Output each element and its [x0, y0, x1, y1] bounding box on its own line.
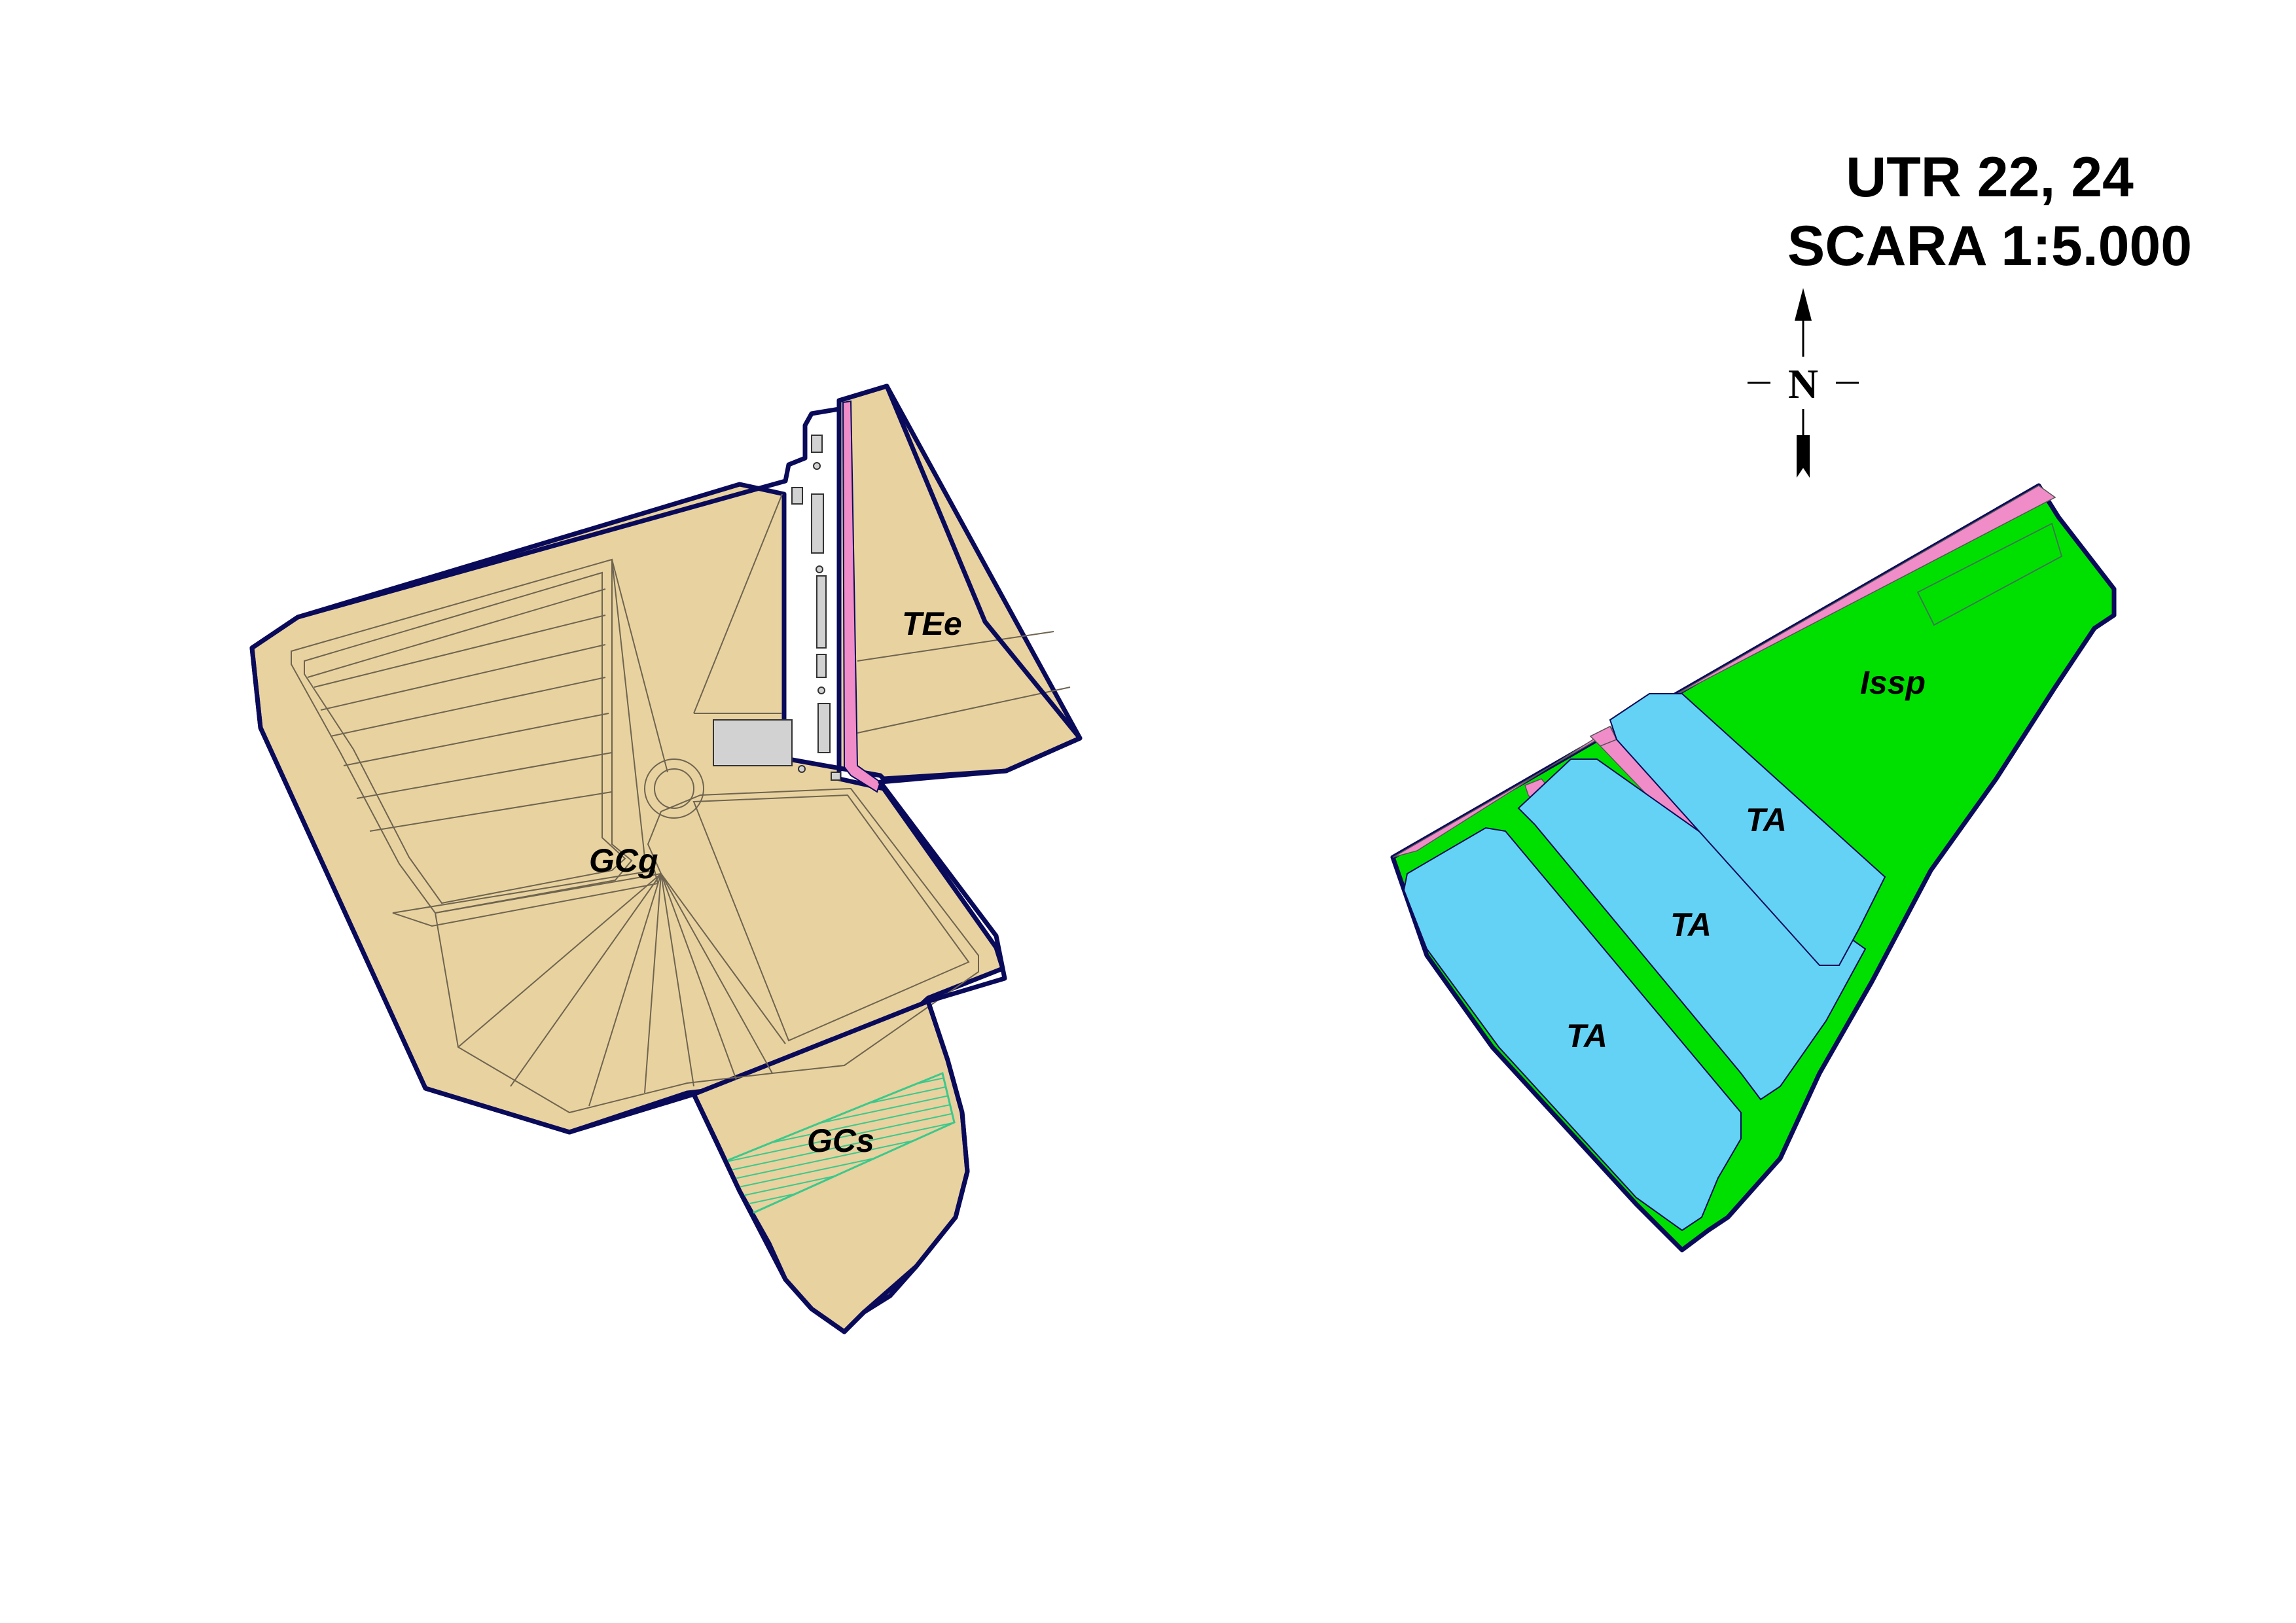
issp-inner-rect: [1916, 522, 2063, 626]
buildings: [713, 435, 841, 781]
zone-label-ta-middle: TA: [1670, 906, 1712, 943]
zone-label-gcs: GCs: [807, 1122, 874, 1159]
map-title-scale: SCARA 1:5.000: [1787, 215, 2192, 277]
left-parcel: [249, 383, 1083, 1334]
zone-label-ta-bottom: TA: [1566, 1018, 1607, 1054]
north-letter: N: [1788, 361, 1818, 407]
north-arrow-icon: N: [1748, 288, 1859, 478]
right-parcel: [1390, 483, 2117, 1253]
zone-label-ta-top: TA: [1746, 802, 1787, 838]
arable-plot-top: [1609, 693, 1886, 966]
building-large: [713, 719, 793, 766]
zone-label-tee: TEe: [902, 605, 962, 642]
arable-plot-middle: [1517, 758, 1867, 1101]
road-strip: [842, 400, 882, 793]
cemetery-internal-lines: [291, 493, 1071, 1114]
map-title-utr: UTR 22, 24: [1846, 146, 2134, 209]
arable-plot-bottom: [1403, 827, 1742, 1232]
parcel-border: [249, 383, 1083, 1334]
zone-label-gcg: GCg: [589, 842, 658, 879]
zone-label-issp: Issp: [1860, 664, 1926, 701]
